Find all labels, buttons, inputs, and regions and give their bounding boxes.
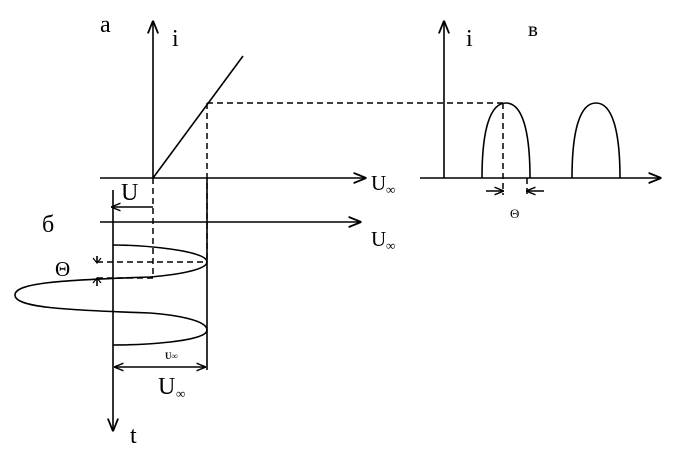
current-pulse-2 <box>571 102 621 179</box>
amplitude-big-label: U <box>158 374 175 400</box>
theta-left-label: Θ <box>55 257 70 281</box>
theta-right-label: Θ <box>510 206 519 221</box>
input-sinusoid <box>14 244 208 346</box>
offset-u-label: U <box>121 180 138 206</box>
current-axis-v-label: i <box>466 26 473 52</box>
theta-left-arrowhead-top <box>92 257 102 264</box>
time-axis-label: t <box>130 423 137 449</box>
panel-b-label: б <box>42 212 54 238</box>
amplitude-big-sub: ∞ <box>176 386 185 401</box>
u-axis-b-sub: ∞ <box>386 238 395 253</box>
current-pulse-1 <box>481 102 531 179</box>
u-axis-a-sub: ∞ <box>386 182 395 197</box>
panel-a-label: а <box>100 12 111 38</box>
u-axis-a-label: U <box>371 171 386 195</box>
current-axis-a-label: i <box>172 26 179 52</box>
characteristic-line <box>152 55 244 179</box>
theta-left-arrowhead-bottom <box>92 277 102 284</box>
amplitude-small-label: U∞ <box>165 351 178 361</box>
panel-v-label: в <box>528 17 538 41</box>
u-axis-b-label: U <box>371 227 386 251</box>
